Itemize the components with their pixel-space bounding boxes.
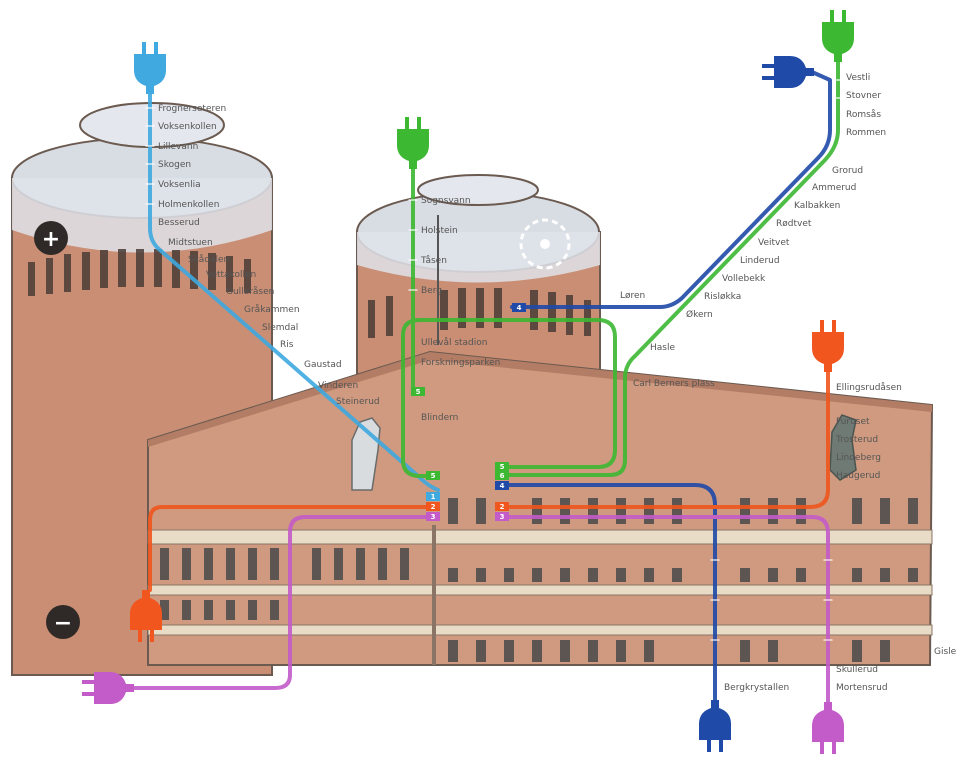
station-label: Tåsen bbox=[420, 255, 447, 266]
station-label: Skogen bbox=[158, 160, 191, 170]
station-label: Midtstuen bbox=[168, 238, 213, 248]
minus-terminal-icon: − bbox=[46, 605, 80, 639]
station-label: Voksenkollen bbox=[158, 122, 217, 132]
svg-text:−: − bbox=[54, 611, 72, 636]
station-label: Voksenlia bbox=[158, 180, 201, 190]
metro-lines bbox=[128, 58, 843, 707]
station-label: Romsås bbox=[846, 109, 881, 120]
line-2-path bbox=[148, 505, 440, 592]
station-label: Besserud bbox=[158, 218, 200, 228]
station-label: Hasle bbox=[650, 343, 675, 353]
line-number-badges: 5 1 2 3 5 6 4 2 3 5 4 bbox=[411, 303, 526, 521]
station-label: Vettakollen bbox=[206, 270, 256, 280]
badge-right-6: 6 bbox=[500, 472, 505, 480]
plug-icon bbox=[812, 702, 844, 754]
station-label: Skullerud bbox=[836, 665, 878, 675]
station-label: Gulleråsen bbox=[226, 286, 274, 297]
station-label: Haugerud bbox=[836, 471, 880, 481]
line-1-path bbox=[148, 90, 440, 492]
plus-terminal-icon: + bbox=[34, 221, 68, 255]
plug-icon bbox=[82, 672, 134, 704]
badge-left-3: 3 bbox=[431, 513, 436, 521]
line-5-6-northeast-path bbox=[503, 58, 840, 477]
badge-right-4: 4 bbox=[500, 482, 505, 490]
station-label: Lillevann bbox=[158, 142, 198, 152]
station-label: Forskningsparken bbox=[421, 358, 500, 368]
station-label: Carl Berners plass bbox=[633, 379, 715, 389]
line-2-east-path bbox=[503, 368, 830, 509]
clock-icon bbox=[519, 218, 571, 270]
station-label: Berg bbox=[421, 286, 442, 296]
station-label: Lindeberg bbox=[836, 453, 881, 463]
station-label: Holstein bbox=[421, 226, 458, 236]
line-3-path bbox=[128, 515, 440, 690]
station-label: Blindern bbox=[421, 413, 458, 423]
station-label: Stovner bbox=[846, 91, 881, 101]
station-label: Bergkrystallen bbox=[724, 683, 789, 693]
artist-signature: Gisle bbox=[934, 647, 957, 657]
station-label: Skådalen bbox=[188, 254, 229, 265]
station-label: Risløkka bbox=[704, 292, 741, 302]
station-label: Ellingsrudåsen bbox=[836, 382, 902, 393]
badge-loop-5: 5 bbox=[416, 388, 421, 396]
badge-right-3: 3 bbox=[500, 513, 505, 521]
station-label: Ammerud bbox=[812, 183, 856, 193]
station-label: Veitvet bbox=[758, 238, 790, 248]
badge-left-1: 1 bbox=[431, 493, 436, 501]
plug-icon bbox=[762, 56, 814, 88]
station-label: Vollebekk bbox=[722, 274, 766, 284]
line-5-loop-path bbox=[401, 318, 617, 478]
plug-icon bbox=[130, 590, 162, 642]
badge-left-5: 5 bbox=[431, 472, 436, 480]
station-label: Vestli bbox=[846, 73, 870, 83]
station-label: Ris bbox=[280, 340, 294, 350]
line-3-south-path bbox=[503, 515, 830, 707]
station-label: Gråkammen bbox=[244, 304, 300, 315]
plug-icon bbox=[812, 320, 844, 372]
station-label: Steinerud bbox=[336, 397, 380, 407]
station-label: Holmenkollen bbox=[158, 200, 219, 210]
station-label: Trosterud bbox=[835, 435, 878, 445]
svg-text:+: + bbox=[42, 227, 60, 252]
station-label: Vinderen bbox=[318, 381, 358, 391]
station-label: Ullevål stadion bbox=[421, 337, 488, 348]
line-4-northeast-path bbox=[510, 70, 832, 309]
station-label: Gaustad bbox=[304, 360, 342, 370]
statue-right-icon bbox=[829, 414, 857, 481]
station-label: Furuset bbox=[836, 417, 870, 427]
badge-left-2: 2 bbox=[431, 503, 436, 511]
plug-icon bbox=[822, 10, 854, 62]
station-label: Mortensrud bbox=[836, 683, 888, 693]
plug-icon bbox=[397, 117, 429, 169]
badge-right-2: 2 bbox=[500, 503, 505, 511]
badge-right-5: 5 bbox=[500, 463, 505, 471]
station-label: Slemdal bbox=[262, 323, 298, 333]
station-label: Økern bbox=[686, 309, 713, 320]
station-label: Linderud bbox=[740, 256, 780, 266]
station-label: Kalbakken bbox=[794, 201, 840, 211]
station-label: Løren bbox=[620, 291, 645, 301]
badge-branch-4: 4 bbox=[517, 304, 522, 312]
station-label: Rommen bbox=[846, 128, 886, 138]
station-label: Rødtvet bbox=[776, 219, 812, 229]
station-labels: Frognerseteren Voksenkollen Lillevann Sk… bbox=[158, 73, 902, 693]
plugs bbox=[82, 10, 854, 754]
station-label: Sognsvann bbox=[421, 196, 471, 206]
plug-icon bbox=[134, 42, 166, 94]
line-4-south-path bbox=[503, 483, 717, 702]
station-label: Grorud bbox=[832, 166, 863, 176]
plug-icon bbox=[699, 700, 731, 752]
station-label: Frognerseteren bbox=[158, 104, 226, 114]
